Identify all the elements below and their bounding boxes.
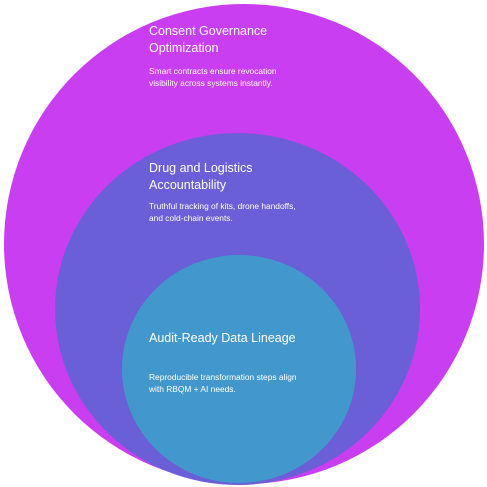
inner-ring-title: Audit-Ready Data Lineage	[149, 330, 296, 347]
outer-ring-description-line-2: visibility across systems instantly.	[149, 78, 273, 88]
inner-ring-data-lineage	[122, 255, 356, 483]
middle-ring-description-line-2: and cold-chain events.	[149, 213, 233, 223]
outer-ring-title-line-1: Consent Governance	[149, 24, 268, 38]
middle-ring-description: Truthful tracking of kits, drone handoff…	[149, 200, 296, 224]
inner-ring-description-line-1: Reproducible transformation steps align	[149, 372, 297, 382]
outer-ring-description: Smart contracts ensure revocation visibi…	[149, 65, 277, 89]
outer-ring-title-line-2: Optimization	[149, 41, 219, 55]
inner-ring-description: Reproducible transformation steps align …	[149, 371, 297, 395]
inner-ring-title-line-1: Audit-Ready Data Lineage	[149, 331, 296, 345]
middle-ring-title-line-2: Accountability	[149, 178, 227, 192]
middle-ring-description-line-1: Truthful tracking of kits, drone handoff…	[149, 201, 296, 211]
outer-ring-description-line-1: Smart contracts ensure revocation	[149, 66, 277, 76]
middle-ring-title: Drug and Logistics Accountability	[149, 160, 253, 194]
inner-ring-description-line-2: with RBQM + AI needs.	[149, 384, 236, 394]
middle-ring-title-line-1: Drug and Logistics	[149, 161, 253, 175]
outer-ring-title: Consent Governance Optimization	[149, 23, 267, 57]
